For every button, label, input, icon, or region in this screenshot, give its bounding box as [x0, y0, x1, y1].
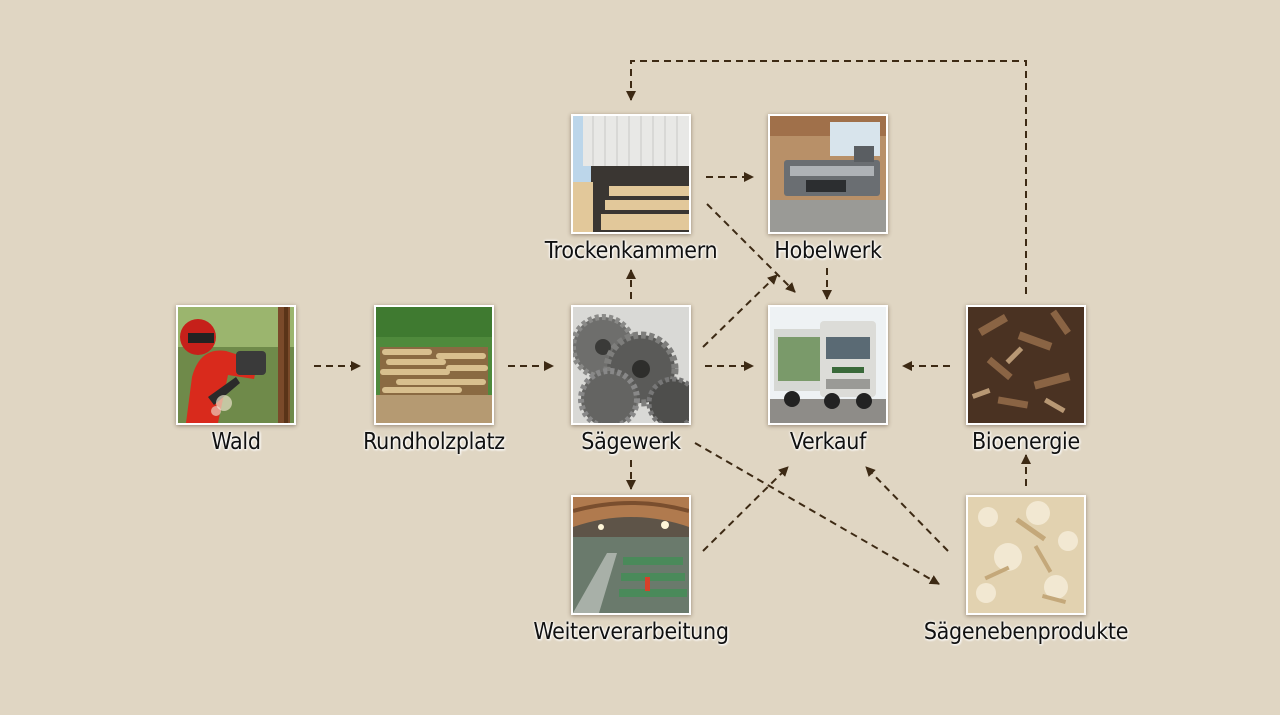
wood-chips-photo-icon: [966, 305, 1086, 425]
planing-machine-photo-icon: [768, 114, 888, 234]
node-label: Wald: [211, 429, 261, 455]
connector-saegewerk-to-hobelwerk: [702, 274, 778, 348]
node-label: Bioenergie: [972, 429, 1080, 455]
drying-kiln-photo-icon: [571, 114, 691, 234]
node-label: Verkauf: [789, 429, 867, 455]
node-label: Rundholzplatz: [363, 429, 505, 455]
sawdust-photo-icon: [966, 495, 1086, 615]
connector-trockenkammern-to-verkauf: [706, 203, 796, 293]
delivery-truck-photo-icon: [768, 305, 888, 425]
log-yard-photo-icon: [374, 305, 494, 425]
forester-chainsaw-photo-icon: [176, 305, 296, 425]
node-label: Sägenebenprodukte: [923, 619, 1129, 645]
node-label: Hobelwerk: [774, 238, 882, 264]
processing-hall-photo-icon: [571, 495, 691, 615]
saw-blades-photo-icon: [571, 305, 691, 425]
node-label: Trockenkammern: [544, 238, 718, 264]
node-label: Weiterverarbeitung: [533, 619, 729, 645]
connector-saegenebenprodukte-to-verkauf: [865, 466, 949, 552]
node-label: Sägewerk: [581, 429, 681, 455]
connector-saegewerk-to-saegenebenprodukte: [694, 442, 940, 585]
connector-weiterverarbeitung-to-verkauf: [702, 466, 789, 552]
